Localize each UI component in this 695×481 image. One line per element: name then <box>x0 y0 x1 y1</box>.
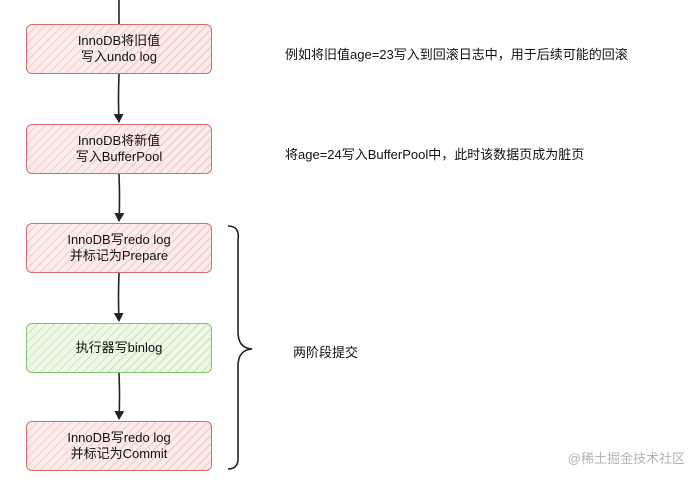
arrow-3-4 <box>113 272 124 322</box>
watermark: @稀土掘金技术社区 <box>567 451 685 466</box>
node-redo-log-commit: InnoDB写redo log 并标记为Commit <box>26 421 212 471</box>
note-bufferpool: 将age=24写入BufferPool中，此时该数据页成为脏页 <box>285 147 585 162</box>
note-undo: 例如将旧值age=23写入到回滚日志中，用于后续可能的回滚 <box>285 47 628 62</box>
curly-brace <box>227 225 253 470</box>
brace-label: 两阶段提交 <box>293 345 359 360</box>
node-line: InnoDB将旧值 <box>77 33 161 48</box>
node-line: InnoDB将新值 <box>77 133 161 148</box>
node-line: 写入BufferPool <box>75 149 163 164</box>
node-line: InnoDB写redo log <box>67 430 171 445</box>
node-redo-log-prepare: InnoDB写redo log 并标记为Prepare <box>26 223 212 273</box>
node-line: 写入undo log <box>81 49 157 64</box>
node-line: 并标记为Commit <box>70 446 168 461</box>
node-line: 并标记为Prepare <box>69 248 169 263</box>
node-write-binlog: 执行器写binlog <box>26 323 212 373</box>
node-line: InnoDB写redo log <box>67 232 171 247</box>
arrow-2-3 <box>114 173 125 222</box>
node-line: 执行器写binlog <box>75 340 163 355</box>
node-write-bufferpool: InnoDB将新值 写入BufferPool <box>26 124 212 174</box>
arrow-4-5 <box>114 372 125 420</box>
arrow-1-2 <box>113 73 124 123</box>
node-write-undo-log: InnoDB将旧值 写入undo log <box>26 24 212 74</box>
